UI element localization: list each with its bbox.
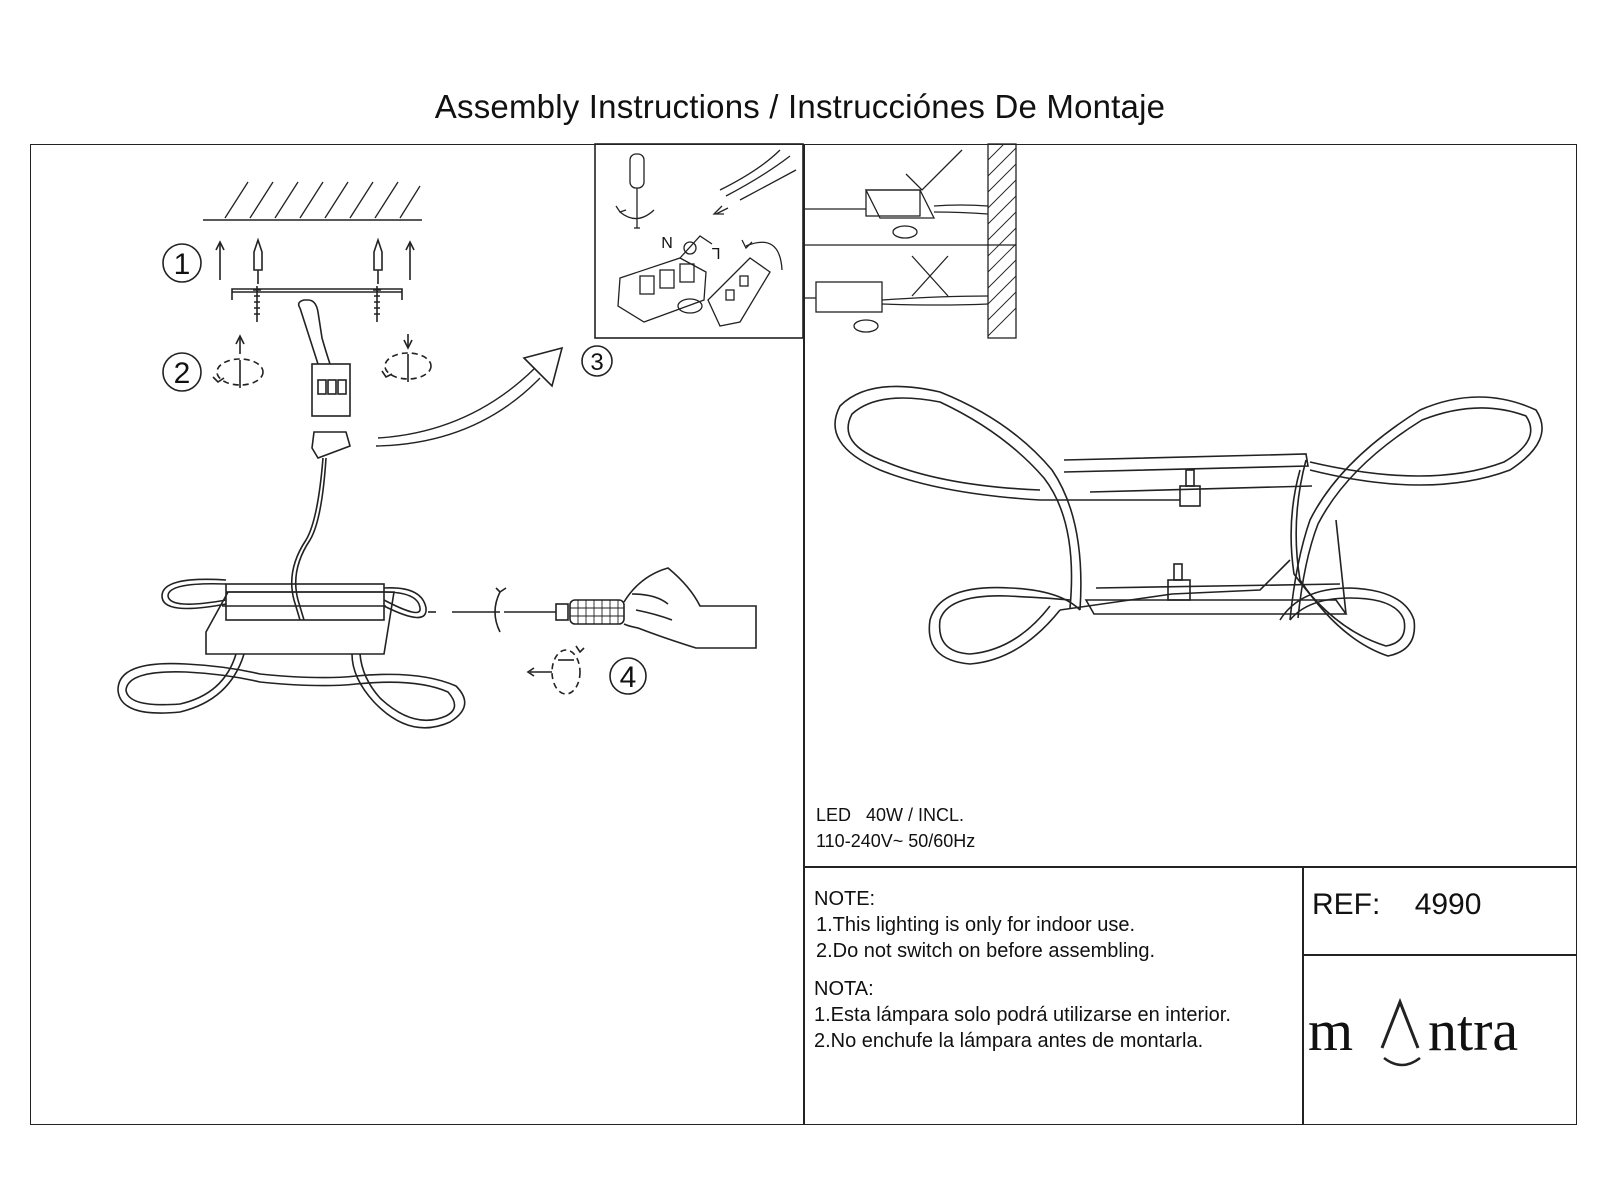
step-3-number: 3 xyxy=(590,349,603,376)
nota-item: 1.Esta lámpara solo podrá utilizarse en … xyxy=(814,1004,1231,1026)
check-mark-icon xyxy=(905,149,963,191)
spec-voltage: 110-240V~ 50/60Hz xyxy=(816,831,976,851)
notes-top-divider xyxy=(803,866,1577,868)
step-4-circle xyxy=(609,657,647,695)
neutral-terminal-label: N xyxy=(661,235,673,252)
lamp-assembly-illustration xyxy=(117,567,757,729)
step-3-detail-box xyxy=(594,143,804,339)
step-2-number: 2 xyxy=(174,357,191,390)
note-spanish: NOTA: 1.Esta lámpara solo podrá utilizar… xyxy=(814,976,1231,1054)
wire-connection-icon xyxy=(290,299,564,621)
ref-divider xyxy=(1302,866,1304,1125)
note-english: NOTE: 1.This lighting is only for indoor… xyxy=(814,886,1155,964)
note-item: 2.Do not switch on before assembling. xyxy=(816,940,1156,962)
live-terminal-label: L xyxy=(711,244,720,261)
svg-text:m: m xyxy=(1308,998,1353,1063)
reference-value: 4990 xyxy=(1414,888,1482,921)
wiring-check-panel xyxy=(803,143,1017,339)
wiring-detail xyxy=(615,149,797,327)
reference-label: REF: xyxy=(1312,888,1381,921)
svg-text:ntra: ntra xyxy=(1428,998,1518,1063)
page-title: Assembly Instructions / Instrucciónes De… xyxy=(434,88,1166,125)
lamp-product-drawing xyxy=(834,385,1543,665)
ref-logo-divider xyxy=(1302,954,1577,956)
spec-power: LED 40W / INCL. xyxy=(816,805,965,825)
mantra-logo: m ntra xyxy=(1308,997,1518,1067)
step-4-number: 4 xyxy=(620,661,637,694)
note-heading: NOTE: xyxy=(814,888,876,910)
ceiling-bracket-mount-icon xyxy=(203,181,422,322)
screw-rotate-icon xyxy=(212,334,432,388)
panel-divider xyxy=(803,144,805,1125)
step-1-circle xyxy=(162,243,202,283)
cross-mark-icon xyxy=(911,255,949,297)
nota-item: 2.No enchufe la lámpara antes de montarl… xyxy=(814,1030,1204,1052)
nota-heading: NOTA: xyxy=(814,978,874,1000)
note-item: 1.This lighting is only for indoor use. xyxy=(816,914,1136,936)
reference-number: REF: 4990 xyxy=(1312,888,1481,922)
step-3-circle xyxy=(581,345,613,377)
step-1-number: 1 xyxy=(174,248,191,281)
step-2-circle xyxy=(162,352,202,392)
